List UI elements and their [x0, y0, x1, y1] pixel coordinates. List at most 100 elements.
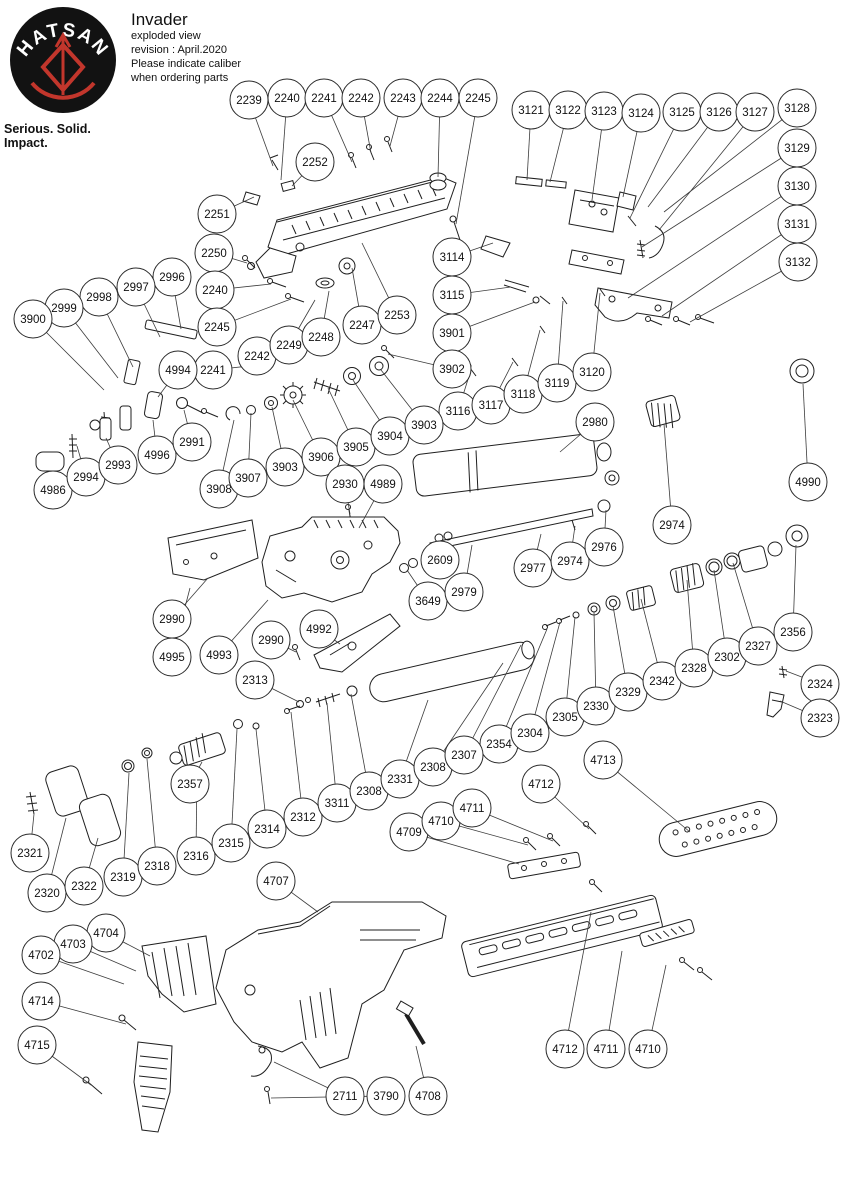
- callout-number: 2979: [451, 587, 477, 599]
- callout-number: 2980: [582, 417, 608, 429]
- callout-number: 2323: [807, 713, 833, 725]
- part-callout-4707: 4707: [256, 861, 296, 901]
- callout-number: 4990: [795, 477, 821, 489]
- callout-circle: [152, 257, 192, 297]
- callout-number: 2998: [86, 292, 112, 304]
- part-callout-2990: 2990: [251, 620, 291, 660]
- part-callout-2330: 2330: [576, 686, 616, 726]
- callout-number: 3901: [439, 328, 465, 340]
- callout-number: 3790: [373, 1091, 399, 1103]
- callout-number: 4994: [165, 365, 191, 377]
- callout-number: 2977: [520, 563, 546, 575]
- brand-tagline: Serious. Solid. Impact.: [4, 122, 91, 150]
- callout-number: 2976: [591, 542, 617, 554]
- callout-circle: [199, 635, 239, 675]
- callout-number: 2329: [615, 687, 641, 699]
- callout-number: 2243: [390, 93, 416, 105]
- part-callout-3649: 3649: [408, 581, 448, 621]
- part-callout-3124: 3124: [621, 93, 661, 133]
- callout-number: 2930: [332, 479, 358, 491]
- callout-number: 4711: [594, 1044, 619, 1056]
- callout-circle: [735, 92, 775, 132]
- callout-number: 4712: [552, 1044, 578, 1056]
- part-callout-3907: 3907: [228, 458, 268, 498]
- callout-circle: [98, 445, 138, 485]
- callout-number: 2318: [144, 861, 170, 873]
- part-callout-3904: 3904: [370, 416, 410, 456]
- callout-number: 2308: [420, 762, 446, 774]
- callout-number: 3123: [591, 106, 617, 118]
- part-callout-4712: 4712: [521, 764, 561, 804]
- callout-number: 2328: [681, 663, 707, 675]
- callout-number: 2239: [236, 95, 262, 107]
- callout-number: 2327: [745, 641, 771, 653]
- callout-number: 2320: [34, 888, 60, 900]
- part-callout-2316: 2316: [176, 836, 216, 876]
- part-callout-4709: 4709: [389, 812, 429, 852]
- part-callout-3122: 3122: [548, 90, 588, 130]
- part-callout-3121: 3121: [511, 90, 551, 130]
- leader-line-3125: [629, 111, 683, 219]
- callout-number: 3119: [545, 378, 570, 390]
- callout-circle: [545, 1029, 585, 1069]
- subtitle-caliber-note-2: when ordering parts: [131, 72, 229, 84]
- part-callout-2318: 2318: [137, 846, 177, 886]
- callout-circle: [197, 194, 237, 234]
- leader-line-2307: [463, 644, 522, 756]
- callout-number: 2990: [159, 614, 185, 626]
- hatsan-logo: HATSAN: [10, 7, 116, 113]
- part-callout-2609: 2609: [420, 540, 460, 580]
- callout-number: 2990: [258, 635, 284, 647]
- callout-number: 3908: [206, 484, 232, 496]
- part-callout-2331: 2331: [380, 759, 420, 799]
- leader-line-3126: [647, 111, 720, 208]
- part-callout-3903: 3903: [404, 405, 444, 445]
- callout-number: 3114: [440, 252, 465, 264]
- callout-circle: [197, 307, 237, 347]
- part-callout-3119: 3119: [537, 363, 577, 403]
- callout-number: 2322: [71, 881, 97, 893]
- callout-number: 2307: [451, 750, 477, 762]
- part-callout-2240: 2240: [195, 270, 235, 310]
- part-callout-2313: 2313: [235, 660, 275, 700]
- callout-number: 2314: [254, 824, 280, 836]
- callout-circle: [152, 637, 192, 677]
- callout-circle: [584, 527, 624, 567]
- part-callout-3900: 3900: [13, 299, 53, 339]
- callout-circle: [21, 981, 61, 1021]
- callout-circle: [301, 317, 341, 357]
- callout-circle: [176, 836, 216, 876]
- callout-number: 3132: [785, 257, 811, 269]
- callout-number: 4992: [306, 624, 332, 636]
- part-callout-3114: 3114: [432, 237, 472, 277]
- callout-number: 3130: [784, 181, 810, 193]
- callout-circle: [170, 764, 210, 804]
- part-callout-2327: 2327: [738, 626, 778, 666]
- part-callout-2324: 2324: [800, 664, 840, 704]
- callout-circle: [458, 78, 498, 118]
- callout-number: 2354: [486, 739, 512, 751]
- leader-line-2308: [432, 662, 504, 768]
- part-callout-4989: 4989: [363, 464, 403, 504]
- callout-number: 4702: [28, 950, 54, 962]
- callout-number: 2248: [308, 332, 334, 344]
- callout-number: 3117: [479, 400, 504, 412]
- callout-number: 2321: [17, 848, 43, 860]
- callout-circle: [550, 541, 590, 581]
- callout-number: 3900: [20, 314, 46, 326]
- subtitle-caliber-note-1: Please indicate caliber: [131, 58, 242, 70]
- sketch-cheek-plate: [167, 519, 259, 581]
- callout-circle: [788, 462, 828, 502]
- sketch-stock: [82, 901, 447, 1133]
- part-callout-2251: 2251: [197, 194, 237, 234]
- leader-line-3128: [663, 107, 798, 213]
- callout-number: 4710: [428, 816, 454, 828]
- callout-number: 3122: [555, 105, 581, 117]
- callout-number: 2247: [349, 320, 375, 332]
- part-callout-3132: 3132: [778, 242, 818, 282]
- callout-circle: [366, 1076, 406, 1116]
- callout-circle: [64, 866, 104, 906]
- callout-circle: [283, 797, 323, 837]
- callout-number: 2241: [200, 365, 226, 377]
- callout-number: 3120: [579, 367, 605, 379]
